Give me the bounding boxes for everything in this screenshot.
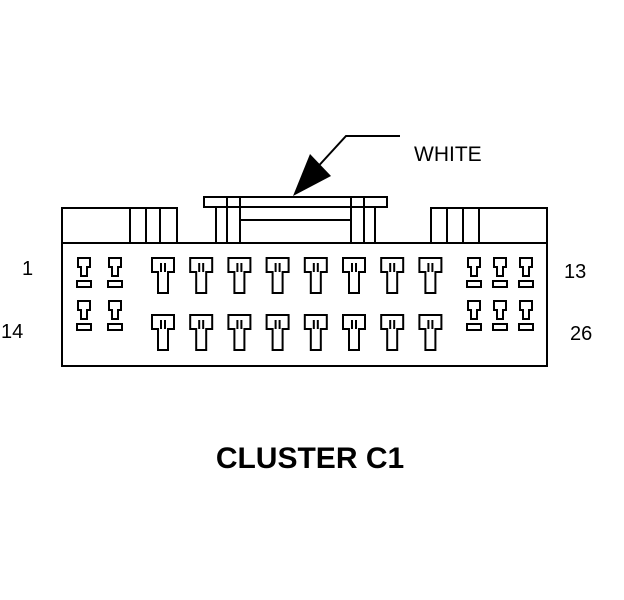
terminal-cavity-large [189, 257, 214, 294]
connector-title: CLUSTER C1 [216, 442, 404, 475]
terminal-cavity-small [77, 257, 91, 277]
terminal-cavity-small [467, 257, 481, 277]
terminal-lock-slot [466, 323, 482, 331]
terminal-cavity-small [519, 300, 533, 320]
terminal-cavity-large [380, 314, 405, 351]
terminal-cavity-large [227, 257, 252, 294]
color-leader-arrow [293, 135, 400, 196]
terminal-cavity-small [77, 300, 91, 320]
terminal-cavity-large [342, 257, 366, 294]
terminal-cavity-large [265, 314, 290, 351]
pin-label-13: 13 [564, 261, 586, 283]
pin-label-26: 26 [570, 323, 592, 345]
terminal-cavity-small [493, 300, 507, 320]
terminal-cavity-large [342, 314, 366, 351]
terminal-lock-slot [76, 280, 92, 288]
terminal-lock-slot [107, 323, 123, 331]
terminal-lock-slot [518, 280, 534, 288]
terminal-lock-slot [492, 280, 508, 288]
terminal-lock-slot [518, 323, 534, 331]
terminal-cavity-small [108, 300, 122, 320]
terminal-lock-slot [107, 280, 123, 288]
terminal-cavity-small [108, 257, 122, 277]
terminal-cavity-large [189, 314, 214, 351]
terminal-cavity-large [151, 314, 175, 351]
terminal-cavity-large [418, 314, 443, 351]
terminal-cavity-large [303, 257, 328, 294]
connector-latch [203, 196, 388, 244]
pin-label-1: 1 [22, 258, 33, 280]
connector-color-label: WHITE [414, 143, 482, 166]
terminal-cavity-large [380, 257, 405, 294]
terminal-lock-slot [76, 323, 92, 331]
terminal-cavity-large [303, 314, 328, 351]
terminal-lock-slot [466, 280, 482, 288]
terminal-cavity-small [493, 257, 507, 277]
terminal-cavity-large [265, 257, 290, 294]
terminal-cavity-large [151, 257, 175, 294]
terminal-cavity-small [519, 257, 533, 277]
terminal-lock-slot [492, 323, 508, 331]
terminal-cavities [76, 257, 534, 351]
terminal-cavity-small [467, 300, 481, 320]
pin-label-14: 14 [1, 321, 23, 343]
terminal-cavity-large [418, 257, 443, 294]
terminal-cavity-large [227, 314, 252, 351]
